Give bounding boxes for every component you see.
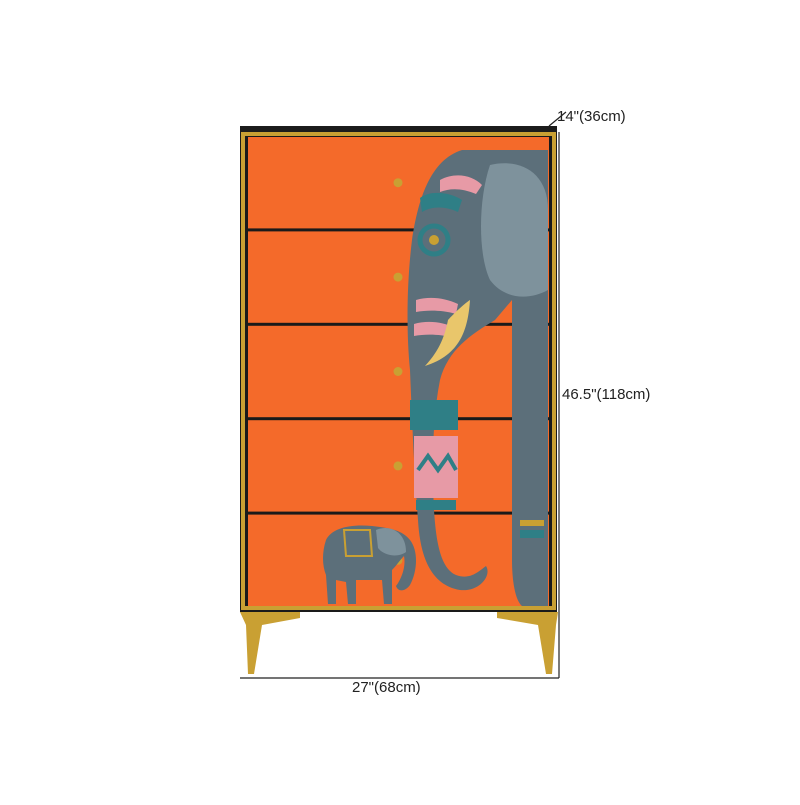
dresser-top xyxy=(240,126,557,134)
dimension-lines xyxy=(240,111,567,679)
small-elephant-painting xyxy=(323,525,416,604)
depth-dimension-line xyxy=(548,111,567,127)
trunk-circle-center xyxy=(429,235,439,245)
leg-band-gold xyxy=(520,520,544,526)
large-elephant-painting xyxy=(407,150,548,606)
trunk-circle-ornament xyxy=(417,223,451,257)
drawer-knob[interactable] xyxy=(393,367,403,376)
trunk-band-pink-1 xyxy=(416,297,458,314)
drawer-knob[interactable] xyxy=(393,272,403,282)
leg-band-teal xyxy=(520,530,544,538)
drawer-knob[interactable] xyxy=(393,178,403,188)
head-band-pink xyxy=(440,175,482,194)
depth-dimension-label: 14"(36cm) xyxy=(557,108,626,125)
height-dimension-label: 46.5"(118cm) xyxy=(562,386,651,403)
head-band-teal xyxy=(420,192,462,212)
left-leg xyxy=(240,612,300,674)
right-leg xyxy=(497,612,558,674)
drawer-knob[interactable] xyxy=(393,461,403,471)
dresser-gold-frame xyxy=(241,132,556,610)
width-dimension-label: 27"(68cm) xyxy=(352,679,421,696)
legs xyxy=(240,612,558,674)
small-elephant-ear xyxy=(376,528,406,556)
trunk-band-teal-2 xyxy=(416,500,456,510)
trunk-zigzag xyxy=(416,452,458,474)
trunk-band-teal xyxy=(410,400,458,430)
small-elephant-saddle xyxy=(342,529,374,557)
elephant-tusk xyxy=(425,300,470,366)
elephant-ear xyxy=(481,163,548,297)
